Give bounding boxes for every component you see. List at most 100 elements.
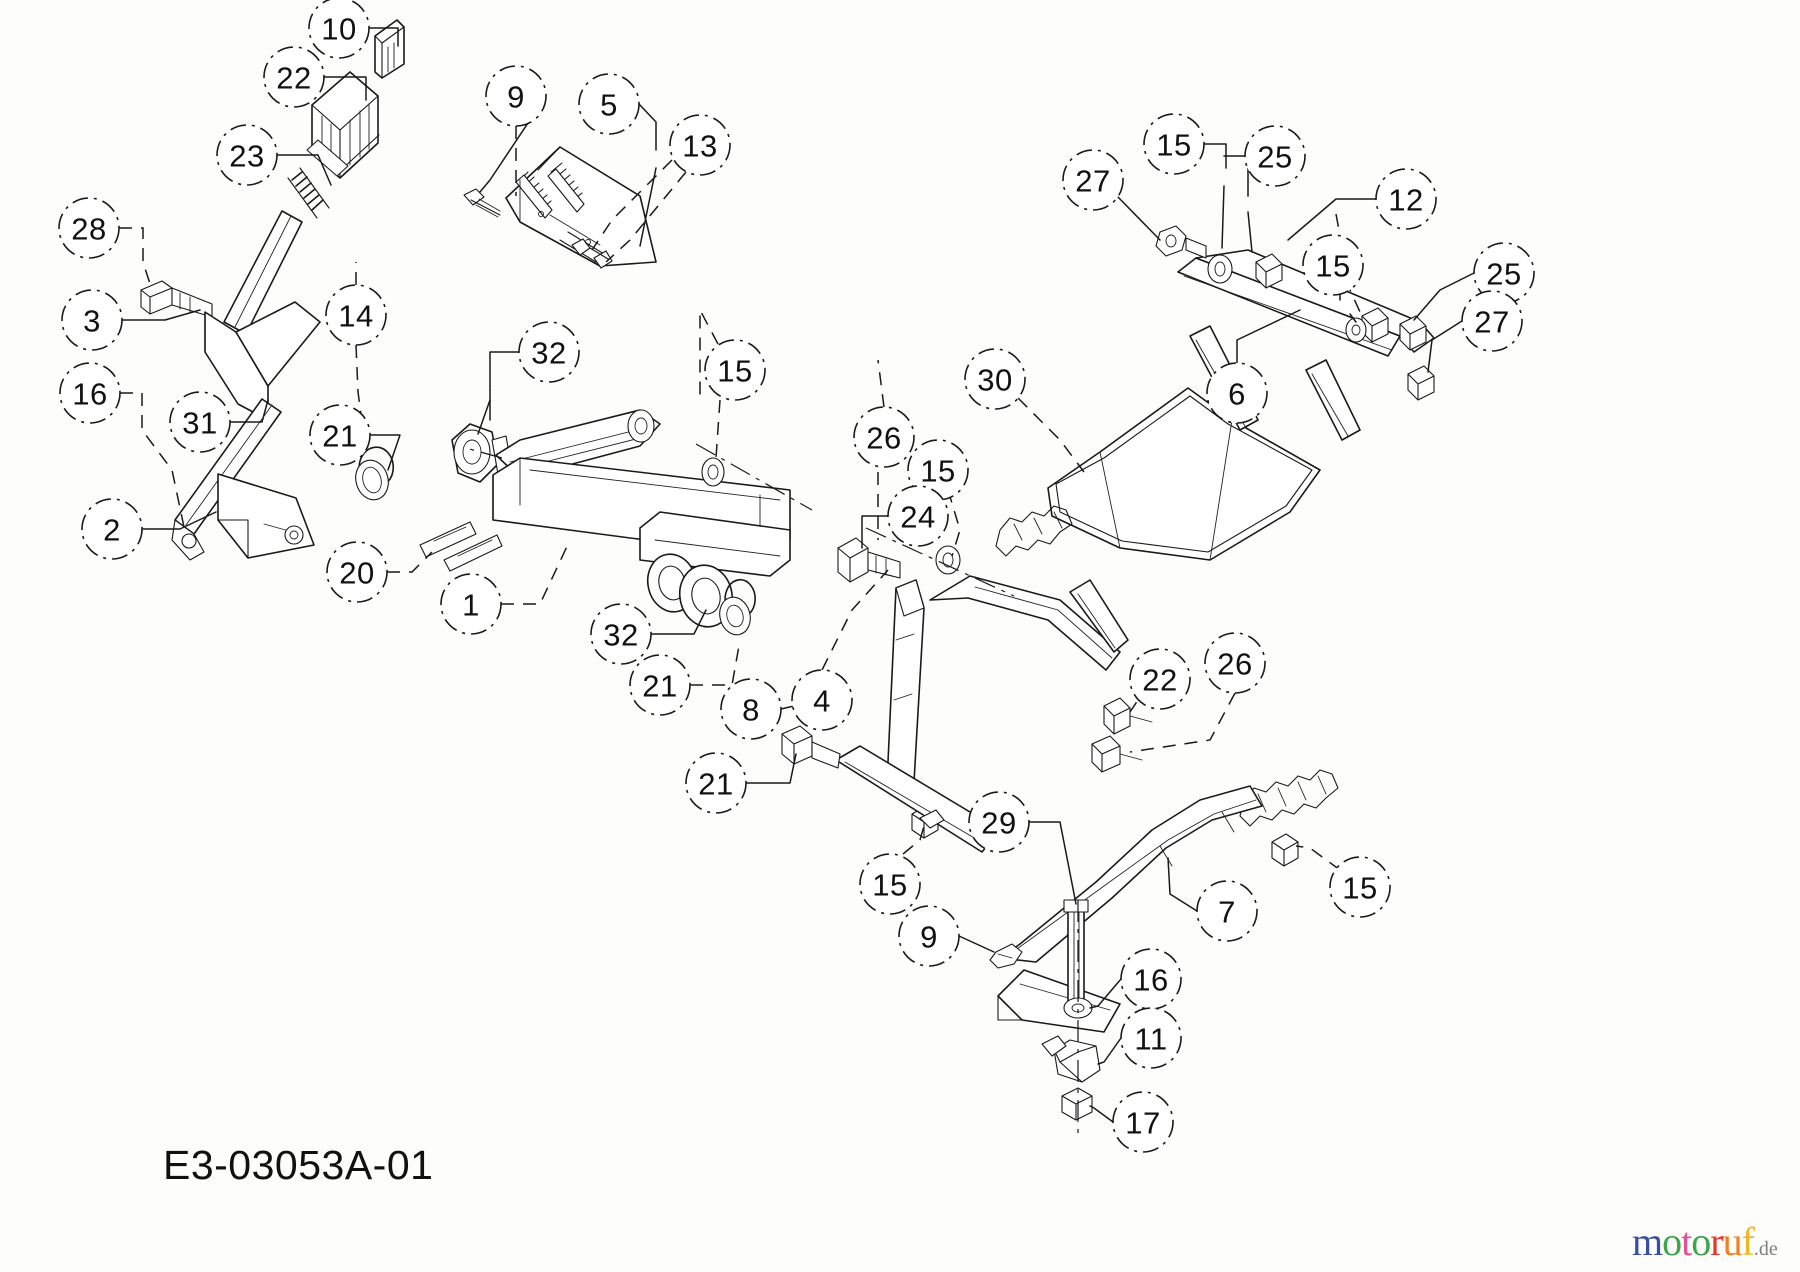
callout-bubble[interactable]: 8 bbox=[720, 678, 782, 740]
watermark-letter: u bbox=[1722, 1219, 1743, 1264]
callout-bubble[interactable]: 21 bbox=[629, 654, 691, 716]
watermark-letter: o bbox=[1691, 1219, 1711, 1264]
callout-bubble[interactable]: 13 bbox=[669, 114, 731, 176]
callout-number: 15 bbox=[920, 454, 955, 489]
callout-circle bbox=[308, 0, 370, 59]
callout-number: 23 bbox=[229, 139, 264, 174]
callout-number: 13 bbox=[682, 129, 717, 164]
callout-bubble[interactable]: 15 bbox=[1143, 113, 1205, 175]
callout-bubble[interactable]: 29 bbox=[968, 791, 1030, 853]
callout-bubble[interactable]: 21 bbox=[685, 752, 747, 814]
leader-lines bbox=[119, 27, 1475, 1123]
callout-bubble[interactable]: 20 bbox=[326, 541, 388, 603]
callout-number: 15 bbox=[1156, 128, 1191, 163]
callout-number: 1 bbox=[462, 588, 480, 623]
callout-circle bbox=[1143, 113, 1205, 175]
seat-pan-assembly bbox=[1047, 225, 1435, 561]
callout-number: 22 bbox=[1142, 663, 1177, 698]
callout-bubble[interactable]: 10 bbox=[308, 0, 370, 59]
callout-bubble[interactable]: 7 bbox=[1196, 880, 1258, 942]
callout-circle bbox=[1329, 856, 1391, 918]
callout-number: 7 bbox=[1218, 895, 1236, 930]
callout-bubble[interactable]: 28 bbox=[58, 197, 120, 259]
callout-bubble[interactable]: 14 bbox=[325, 284, 387, 346]
callout-bubble[interactable]: 32 bbox=[590, 603, 652, 665]
callout-bubble[interactable]: 30 bbox=[964, 348, 1026, 410]
callout-circle bbox=[518, 321, 580, 383]
callout-number: 24 bbox=[900, 500, 935, 535]
callout-circle bbox=[629, 654, 691, 716]
callout-bubble[interactable]: 27 bbox=[1062, 149, 1124, 211]
callout-bubble[interactable]: 9 bbox=[898, 905, 960, 967]
callout-bubble[interactable]: 22 bbox=[263, 46, 325, 108]
callout-circle bbox=[216, 124, 278, 186]
callout-bubble[interactable]: 1 bbox=[440, 573, 502, 635]
callout-circle bbox=[853, 406, 915, 468]
callout-circle bbox=[791, 669, 853, 731]
watermark-letter: f bbox=[1741, 1219, 1755, 1264]
callout-circle bbox=[1120, 1007, 1182, 1069]
callout-number: 16 bbox=[72, 377, 107, 412]
callout-bubble[interactable]: 16 bbox=[59, 362, 121, 424]
callout-circle bbox=[720, 678, 782, 740]
callout-bubble[interactable]: 23 bbox=[216, 124, 278, 186]
axis-lines bbox=[465, 443, 1079, 1140]
callout-bubble[interactable]: 15 bbox=[859, 853, 921, 915]
callout-number: 14 bbox=[338, 299, 373, 334]
callout-bubble[interactable]: 16 bbox=[1120, 948, 1182, 1010]
callout-bubble[interactable]: 21 bbox=[309, 404, 371, 466]
callout-number: 2 bbox=[103, 513, 121, 548]
callout-circle bbox=[704, 339, 766, 401]
callout-bubble[interactable]: 15 bbox=[704, 339, 766, 401]
callout-bubble[interactable]: 9 bbox=[485, 65, 547, 127]
callout-circle bbox=[325, 284, 387, 346]
callout-circle bbox=[1244, 125, 1306, 187]
callout-bubble[interactable]: 6 bbox=[1206, 362, 1268, 424]
callout-bubble[interactable]: 12 bbox=[1375, 168, 1437, 230]
callout-number: 29 bbox=[981, 806, 1016, 841]
callout-circle bbox=[81, 498, 143, 560]
callout-bubble[interactable]: 26 bbox=[1204, 632, 1266, 694]
callout-number: 3 bbox=[83, 304, 101, 339]
callout-bubble[interactable]: 15 bbox=[1329, 856, 1391, 918]
callout-number: 10 bbox=[321, 12, 356, 47]
callout-bubble[interactable]: 4 bbox=[791, 669, 853, 731]
watermark-suffix: .de bbox=[1753, 1238, 1778, 1260]
callout-number: 20 bbox=[339, 556, 374, 591]
callout-bubble[interactable]: 11 bbox=[1120, 1007, 1182, 1069]
callout-circle bbox=[1204, 632, 1266, 694]
callout-circle bbox=[1461, 290, 1523, 352]
callout-bubble[interactable]: 31 bbox=[169, 391, 231, 453]
callout-circle bbox=[1196, 880, 1258, 942]
spring-bracket-pack bbox=[463, 146, 657, 269]
callout-circle bbox=[1206, 362, 1268, 424]
callout-number: 15 bbox=[872, 868, 907, 903]
callout-number: 16 bbox=[1133, 963, 1168, 998]
callout-circle bbox=[1473, 242, 1535, 304]
callout-bubble[interactable]: 5 bbox=[578, 73, 640, 135]
lower-frame-footrest bbox=[781, 725, 1299, 1121]
callout-bubble[interactable]: 3 bbox=[61, 289, 123, 351]
callout-circle bbox=[685, 752, 747, 814]
callout-bubble[interactable]: 26 bbox=[853, 406, 915, 468]
callout-bubble[interactable]: 25 bbox=[1473, 242, 1535, 304]
callout-circle bbox=[61, 289, 123, 351]
callout-bubble[interactable]: 15 bbox=[1302, 234, 1364, 296]
callout-bubble[interactable]: 27 bbox=[1461, 290, 1523, 352]
callout-number: 9 bbox=[920, 920, 938, 955]
drawing-code-label: E3-03053A-01 bbox=[163, 1142, 434, 1188]
callout-number: 11 bbox=[1134, 1022, 1167, 1057]
callout-bubble[interactable]: 22 bbox=[1129, 648, 1191, 710]
callout-bubble[interactable]: 32 bbox=[518, 321, 580, 383]
callout-bubble[interactable]: 17 bbox=[1112, 1091, 1174, 1153]
callout-number: 15 bbox=[717, 354, 752, 389]
callout-bubble[interactable]: 2 bbox=[81, 498, 143, 560]
callout-bubble[interactable]: 15 bbox=[907, 439, 969, 501]
callout-number: 32 bbox=[531, 336, 566, 371]
callout-bubble[interactable]: 25 bbox=[1244, 125, 1306, 187]
callout-circle bbox=[907, 439, 969, 501]
callout-bubble[interactable]: 24 bbox=[887, 485, 949, 547]
callout-circle bbox=[1120, 948, 1182, 1010]
